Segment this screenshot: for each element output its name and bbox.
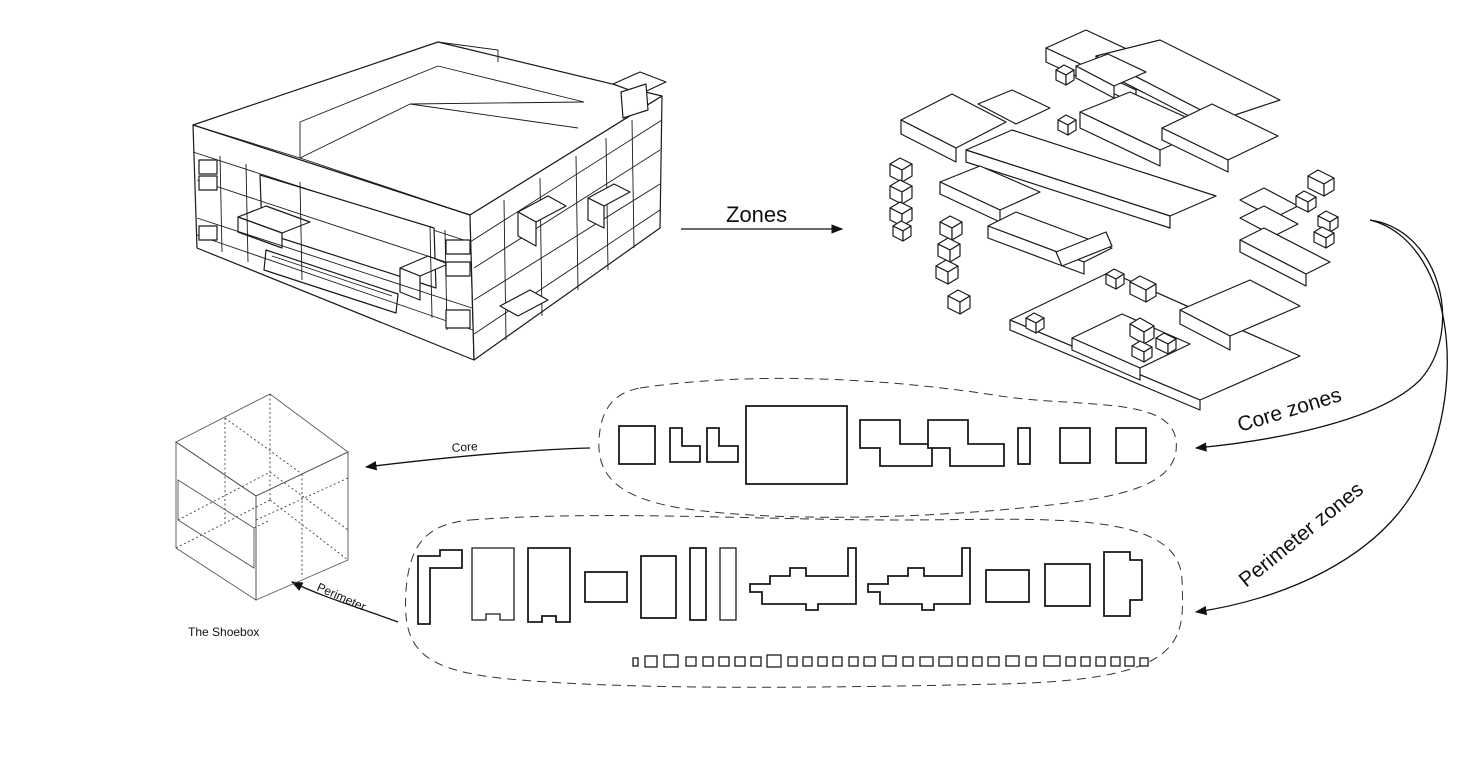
core-arrow bbox=[366, 448, 590, 467]
building-mass-illustration bbox=[193, 42, 666, 360]
perimeter-zone-rect-1 bbox=[585, 572, 627, 602]
core-zones-group bbox=[599, 378, 1177, 517]
core-zone-l-shape-1 bbox=[670, 428, 700, 462]
zones-label: Zones bbox=[726, 202, 787, 227]
perimeter-zone-tall-2 bbox=[528, 548, 570, 622]
perimeter-zone-strip-2 bbox=[720, 548, 736, 620]
exploded-zones-illustration bbox=[890, 30, 1338, 410]
shoebox-illustration bbox=[176, 394, 348, 600]
core-zones-label: Core zones bbox=[1235, 383, 1344, 436]
core-zone-thin-rect bbox=[1018, 428, 1030, 464]
perimeter-zone-rect-2 bbox=[641, 556, 676, 618]
core-zone-step-shape-1 bbox=[860, 420, 932, 466]
perimeter-zone-square-1 bbox=[1045, 564, 1090, 606]
core-zone-square-2 bbox=[1060, 428, 1090, 463]
zones-arrow-group: Zones bbox=[681, 202, 842, 229]
core-label: Core bbox=[451, 439, 478, 455]
shoebox-label: The Shoebox bbox=[188, 625, 259, 639]
perimeter-zones-label: Perimeter zones bbox=[1235, 478, 1368, 592]
perimeter-zones-group bbox=[405, 516, 1182, 688]
perimeter-zones-arrow bbox=[1196, 220, 1447, 612]
perimeter-label: Perimeter bbox=[315, 580, 368, 614]
core-zone-square-3 bbox=[1116, 428, 1146, 463]
perimeter-zone-strip-1 bbox=[690, 548, 706, 620]
core-zone-l-shape-2 bbox=[707, 428, 738, 462]
perimeter-zone-bracket-1 bbox=[750, 548, 856, 610]
perimeter-zone-small-boxes bbox=[633, 655, 1148, 667]
core-zone-square-1 bbox=[619, 426, 655, 464]
perimeter-zone-notched bbox=[1104, 552, 1142, 616]
perimeter-zone-corner-shape bbox=[418, 550, 462, 624]
perimeter-zone-tall-1 bbox=[472, 548, 514, 620]
perimeter-zone-rect-3 bbox=[986, 570, 1029, 602]
core-zone-step-shape-2 bbox=[928, 420, 1004, 466]
perimeter-zone-bracket-2 bbox=[868, 548, 970, 610]
core-zone-large-rect bbox=[746, 406, 847, 484]
